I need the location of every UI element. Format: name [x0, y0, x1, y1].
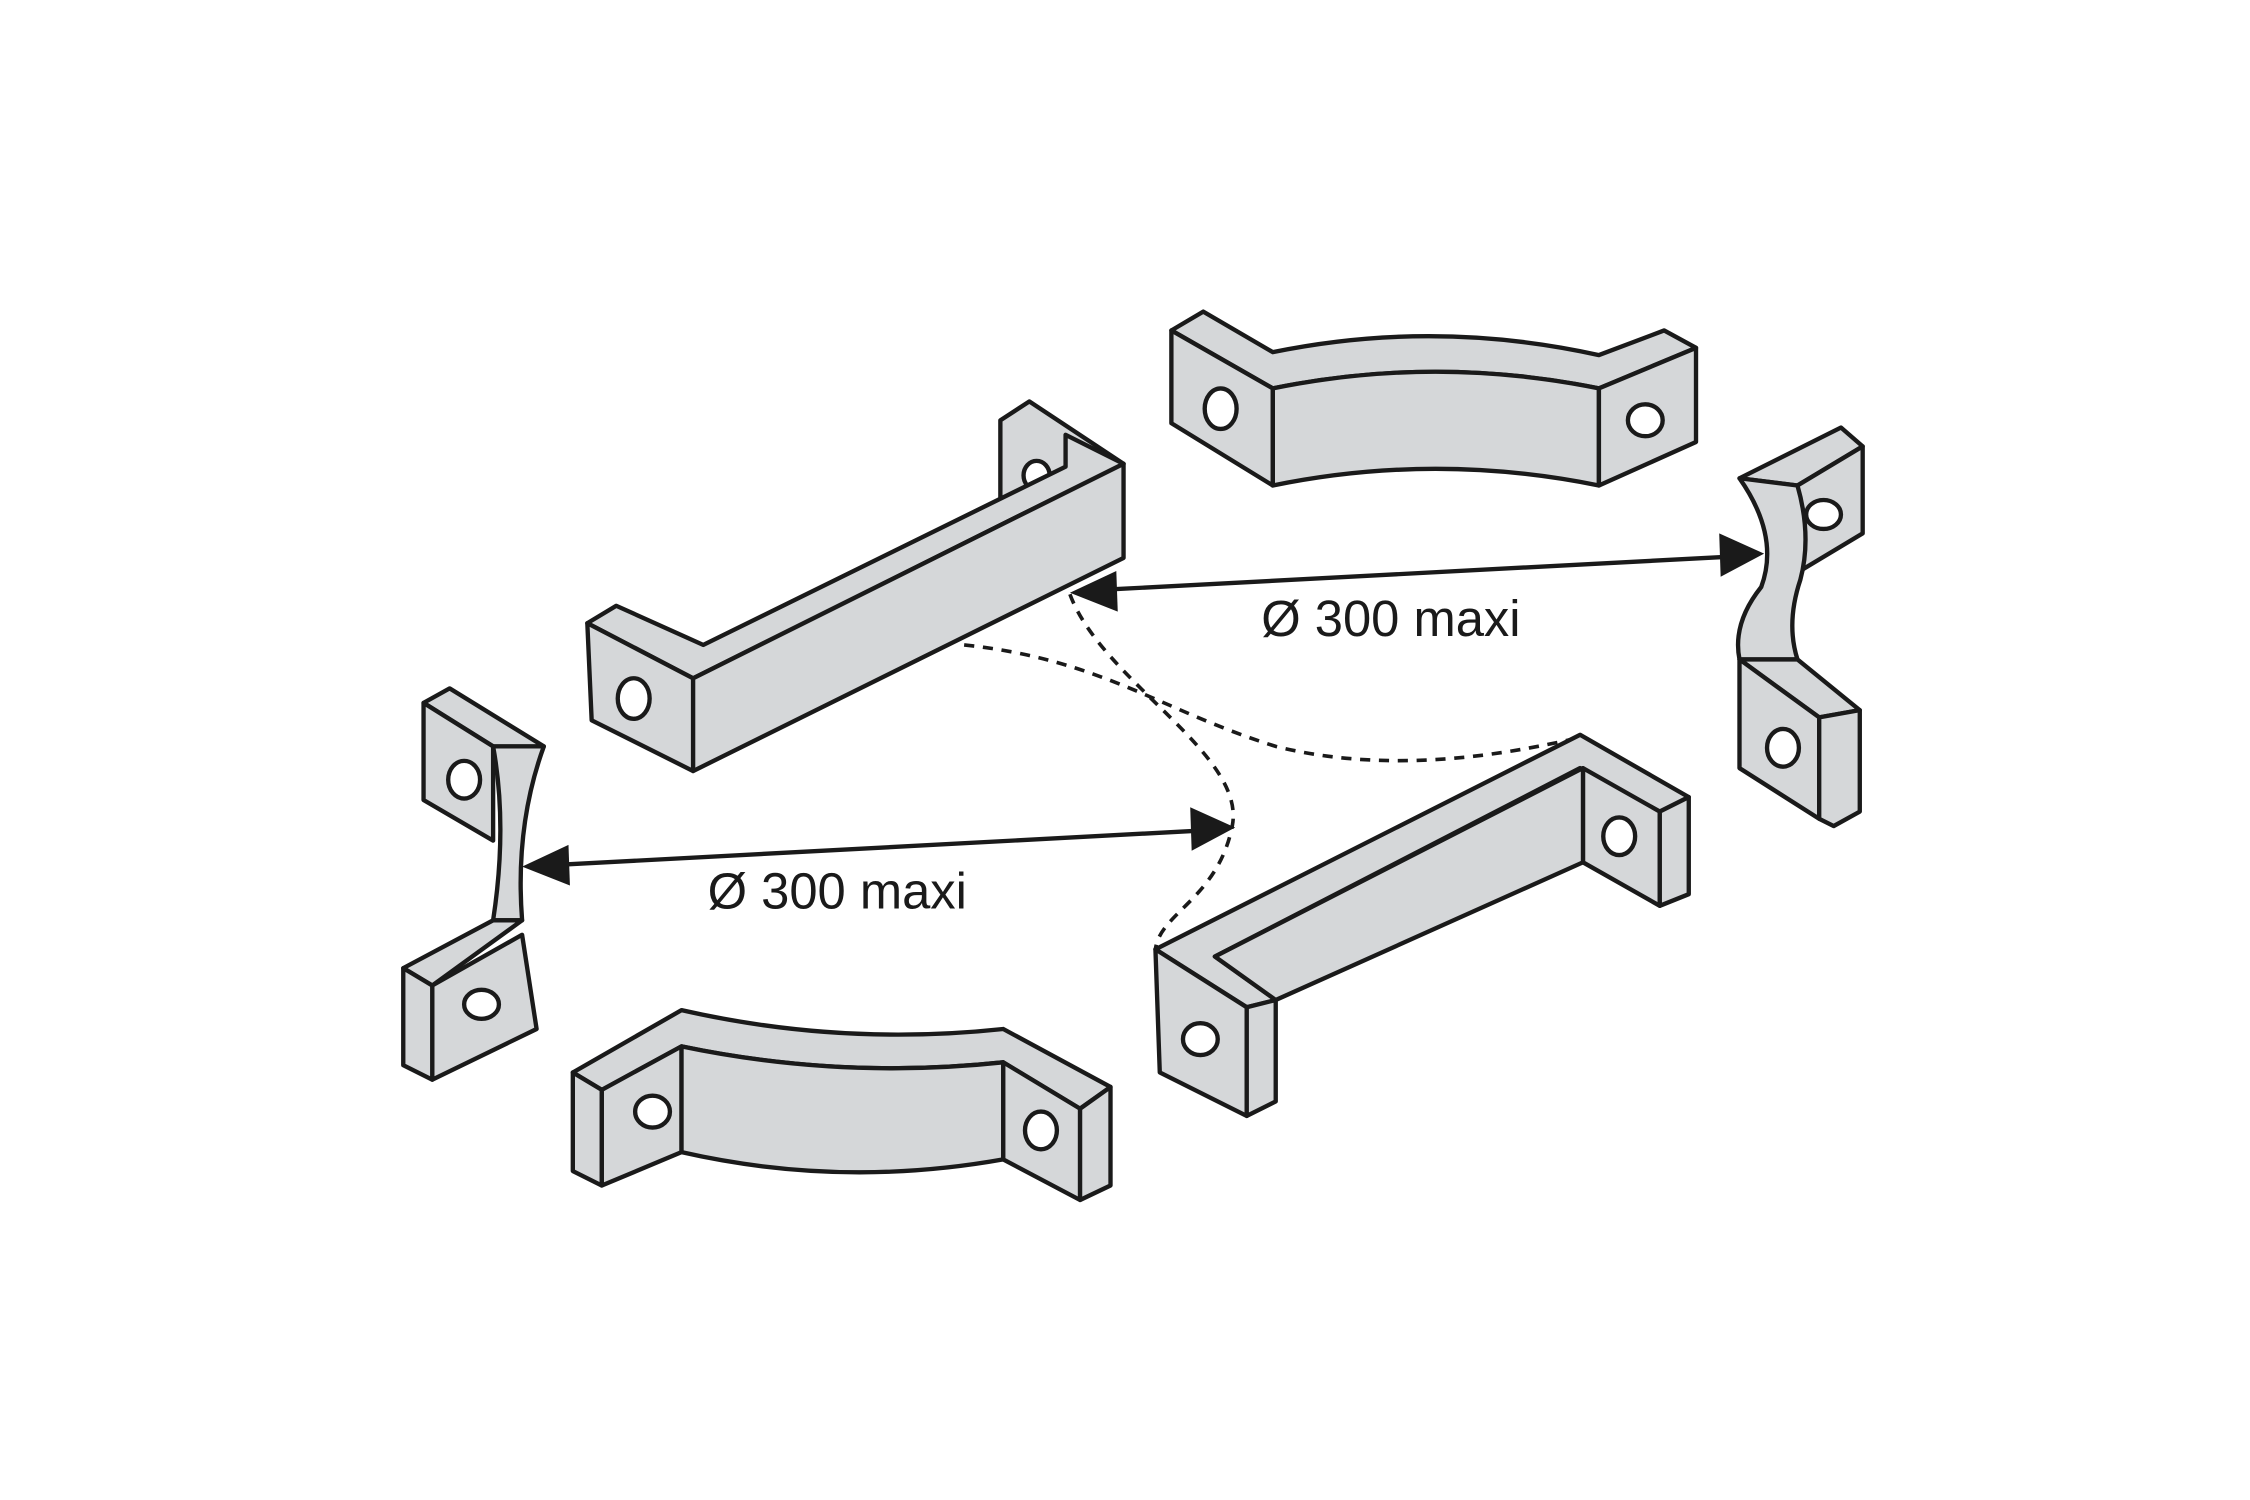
bolt-hole	[446, 758, 483, 801]
bolt-hole	[1625, 402, 1665, 439]
dimension-arrow-upper	[1069, 533, 1765, 612]
arrowhead-icon	[522, 844, 570, 886]
bolt-hole	[1202, 386, 1239, 432]
bolt-hole	[1180, 1021, 1220, 1058]
curved-strap-top	[1169, 309, 1699, 488]
bolt-hole	[1764, 726, 1802, 769]
vertical-bracket-left	[401, 686, 547, 1082]
bolt-hole	[632, 1093, 673, 1130]
arrowhead-icon	[1190, 807, 1236, 851]
lower-dimension-label: Ø 300 maxi	[708, 863, 967, 920]
bolt-hole	[615, 676, 652, 722]
upper-dimension-label: Ø 300 maxi	[1261, 590, 1520, 647]
dimension-arrow-lower	[522, 807, 1236, 886]
bolt-hole	[1803, 497, 1844, 532]
bolt-hole	[1022, 1109, 1060, 1152]
arrowhead-icon	[1069, 571, 1118, 612]
bolt-hole	[461, 987, 502, 1022]
curved-strap-bottom	[570, 1007, 1113, 1203]
u-bracket-upper	[585, 399, 1126, 774]
vertical-bracket-right	[1735, 425, 1865, 829]
bolt-hole	[1601, 815, 1638, 858]
pipe-outline-dashed	[963, 593, 1574, 950]
arrowhead-icon	[1719, 533, 1765, 577]
u-bracket-lower	[1153, 732, 1691, 1119]
